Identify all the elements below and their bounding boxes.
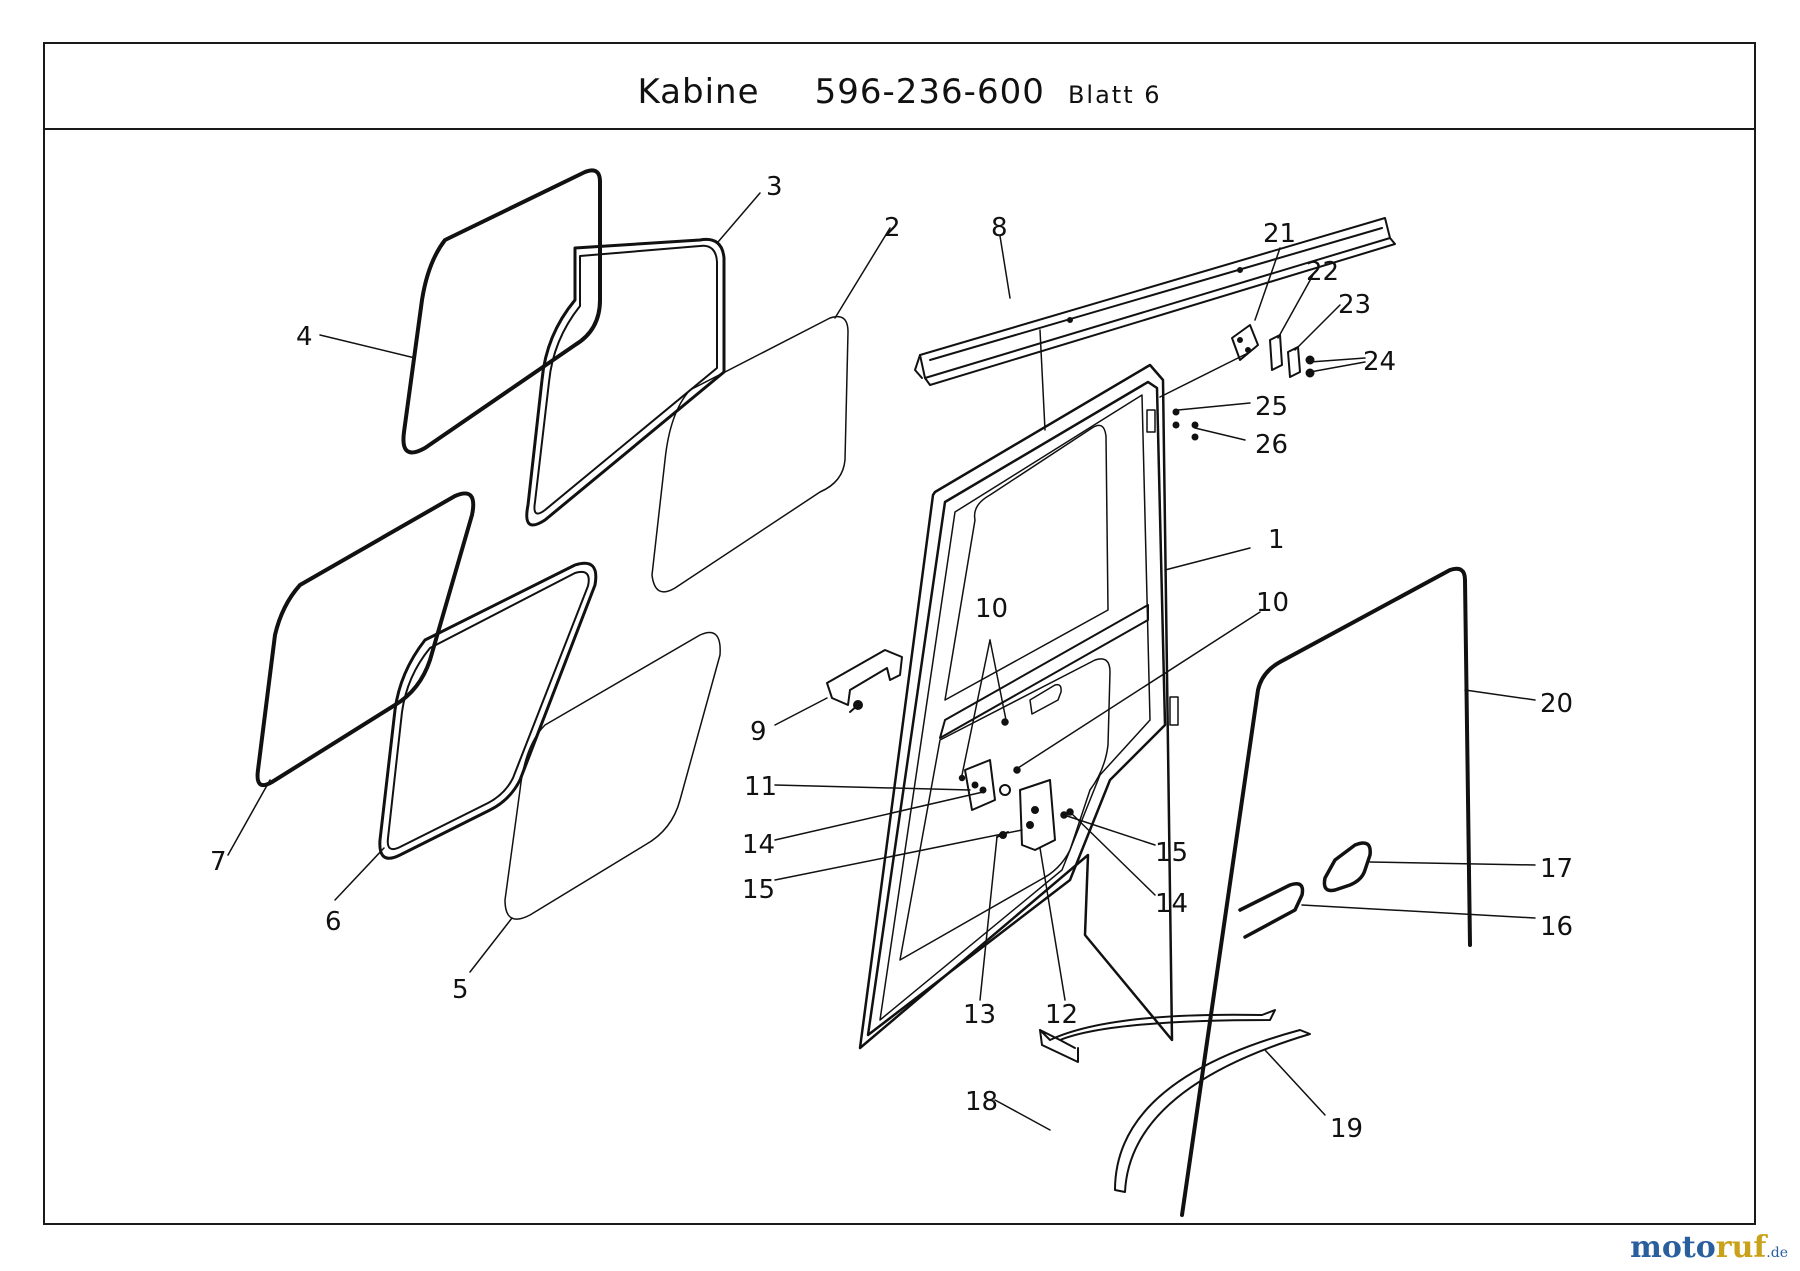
callout-22: 22 [1306,257,1339,287]
part-number: 596-236-600 [814,72,1045,112]
part-7-seal [255,491,476,787]
callout-5: 5 [452,975,469,1005]
callout-7: 7 [210,847,227,877]
callout-16: 16 [1540,912,1573,942]
part-5-glass[interactable] [504,631,721,920]
callout-21: 21 [1263,219,1296,249]
callout-3: 3 [766,172,783,202]
part-24-nuts [1305,355,1315,378]
part-3-frame[interactable] [525,237,726,527]
callout-10-right: 10 [1256,588,1289,618]
callout-4: 4 [296,322,313,352]
callout-13: 13 [963,1000,996,1030]
page-title: Kabine 596-236-600 Blatt 6 [45,72,1754,112]
callout-20: 20 [1540,689,1573,719]
callout-14-right: 14 [1155,889,1188,919]
watermark-part-c: .de [1766,1245,1788,1261]
part-9-bracket[interactable] [826,649,903,713]
part-4-seal [401,168,602,455]
callout-18: 18 [965,1087,998,1117]
callout-24: 24 [1363,347,1396,377]
callout-9: 9 [750,717,767,747]
part-11-lock-plate[interactable] [964,759,1011,811]
part-23-plate[interactable] [1287,346,1301,378]
callout-2: 2 [884,213,901,243]
part-20-edge-seal [1180,566,1472,1217]
sheet-label: Blatt 6 [1067,81,1162,109]
callout-25: 25 [1255,392,1288,422]
part-19-sill-strip[interactable] [1114,1029,1311,1193]
part-18-sill-bracket[interactable] [1039,1009,1276,1063]
callout-15-left: 15 [742,875,775,905]
part-16-vent-strip[interactable] [1238,882,1305,939]
title-block: Kabine 596-236-600 Blatt 6 [45,44,1754,130]
drawing-frame: Kabine 596-236-600 Blatt 6 [43,42,1756,1225]
callout-6: 6 [325,907,342,937]
part-1-door-frame[interactable] [858,363,1179,1050]
callout-8: 8 [991,213,1008,243]
part-6-frame[interactable] [378,561,598,860]
callout-1: 1 [1268,525,1285,555]
watermark-part-a: moto [1630,1230,1716,1265]
part-2-glass[interactable] [651,315,849,593]
callout-12: 12 [1045,1000,1078,1030]
part-22-washer-plate[interactable] [1269,334,1283,371]
part-21-hinge[interactable] [1231,324,1259,361]
small-fasteners [958,718,1074,819]
part-25-26-washers [1172,408,1199,441]
callout-14-left: 14 [742,830,775,860]
callout-15-right: 15 [1155,838,1188,868]
callout-10-left: 10 [975,594,1008,624]
assembly-name: Kabine [637,72,760,112]
callout-labels: 1 2 3 4 5 6 7 8 9 10 10 11 12 13 14 14 1… [210,172,1573,1144]
watermark-logo: motoruf.de [1630,1230,1788,1265]
callout-26: 26 [1255,430,1288,460]
callout-11: 11 [744,772,777,802]
part-12-lock-cover[interactable] [1019,779,1056,851]
callout-19: 19 [1330,1114,1363,1144]
part-17-vent-seal[interactable] [1322,841,1372,893]
callout-23: 23 [1338,290,1371,320]
leader-lines [227,192,1536,1131]
part-8-top-rail[interactable] [914,217,1396,386]
callout-17: 17 [1540,854,1573,884]
watermark-part-b: ruf [1715,1230,1767,1265]
